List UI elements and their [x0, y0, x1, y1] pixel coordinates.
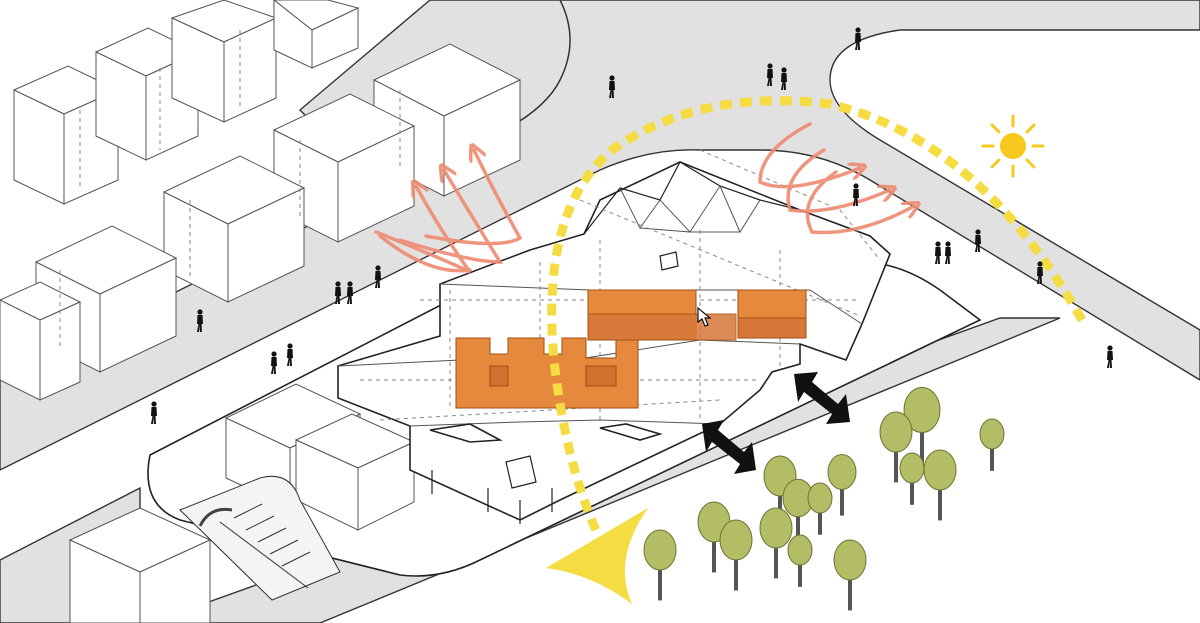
roof-diagonals — [619, 184, 761, 234]
volume-left-inner — [489, 365, 617, 387]
trees — [643, 387, 1005, 611]
tree-icon — [903, 387, 941, 468]
pedestrian-icon — [347, 281, 353, 304]
tree-icon — [833, 539, 867, 611]
pedestrian-icon — [853, 183, 859, 206]
volume-left — [455, 337, 639, 409]
pedestrian-icon — [609, 75, 615, 98]
entry-box — [505, 455, 537, 489]
access-arrow-1 — [702, 420, 756, 474]
block-7 — [162, 155, 306, 303]
canopy-left — [429, 423, 503, 443]
wind-arrows-east — [758, 122, 914, 235]
surrounding-buildings — [0, 0, 522, 623]
parking-area — [179, 475, 341, 601]
volume-center-front — [587, 313, 737, 341]
pedestrian-icon — [945, 241, 951, 264]
block-12 — [68, 507, 212, 623]
tree-icon — [827, 454, 857, 516]
tree-icon — [759, 507, 793, 579]
tree-icon — [787, 534, 813, 587]
block-1 — [12, 65, 120, 205]
access-arrow-2 — [794, 372, 850, 424]
roof-box — [659, 251, 679, 271]
block-9 — [0, 281, 82, 401]
wind-arrows-west — [374, 150, 523, 274]
volume-right-front — [737, 317, 807, 339]
sun-path-arrowhead — [546, 508, 648, 604]
tree-icon — [899, 452, 925, 505]
tree-icon — [979, 418, 1005, 471]
tree-icon — [719, 519, 753, 591]
pedestrian-icon — [271, 351, 277, 374]
cursor-icon — [697, 306, 712, 327]
pedestrian-icon — [151, 401, 157, 424]
access-arrows — [702, 372, 850, 474]
pedestrian-icon — [767, 63, 773, 86]
pedestrian-icon — [935, 241, 941, 264]
pedestrian-icon — [375, 265, 381, 288]
tree-icon — [879, 411, 913, 483]
tree-icon — [643, 529, 677, 601]
block-3 — [170, 0, 278, 123]
block-4 — [273, 0, 360, 69]
block-11 — [294, 413, 416, 531]
sun-icon — [981, 114, 1045, 178]
canopy-right — [599, 423, 663, 441]
pedestrians — [151, 27, 1113, 424]
pedestrian-icon — [335, 281, 341, 304]
pedestrian-icon — [1107, 345, 1113, 368]
pedestrian-icon — [287, 343, 293, 366]
pedestrian-icon — [1037, 261, 1043, 284]
sun-path — [546, 96, 1086, 604]
pedestrian-icon — [975, 229, 981, 252]
pedestrian-icon — [855, 27, 861, 50]
tree-icon — [807, 482, 833, 535]
pedestrian-icon — [197, 309, 203, 332]
sun-path-arc — [547, 96, 1086, 550]
pedestrian-icon — [781, 67, 787, 90]
program-volumes — [455, 289, 807, 409]
columns — [431, 470, 553, 524]
